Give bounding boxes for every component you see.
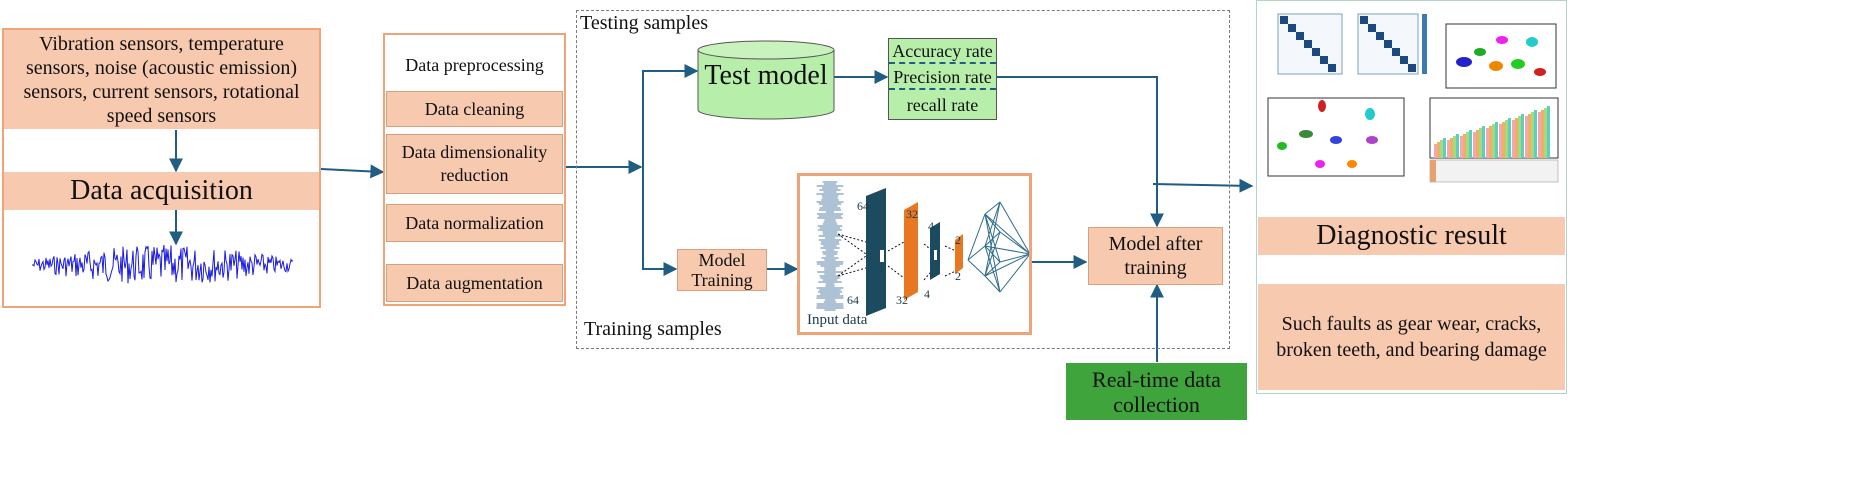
dim-32-bottom: 32 bbox=[896, 293, 908, 307]
confusion-matrix-thumb-1 bbox=[1270, 6, 1350, 88]
arrow-acq-to-prep bbox=[320, 164, 385, 179]
fault-types-box: Such faults as gear wear, cracks, broken… bbox=[1258, 284, 1565, 390]
preprocessing-panel bbox=[383, 33, 566, 306]
model-training-box: Model Training bbox=[677, 249, 767, 291]
metric-recall: recall rate bbox=[906, 94, 979, 115]
realtime-collection-box: Real-time data collection bbox=[1066, 363, 1247, 420]
metric-precision: Precision rate bbox=[889, 66, 996, 90]
arrow-split-to-train bbox=[642, 167, 678, 276]
model-after-training-box: Model after training bbox=[1088, 227, 1223, 285]
acquisition-panel bbox=[2, 28, 321, 308]
vibration-signal-icon bbox=[32, 244, 294, 284]
metrics-box bbox=[888, 38, 997, 120]
dim-64-bottom: 64 bbox=[847, 293, 859, 307]
samples-region bbox=[576, 10, 1230, 349]
step-data-augmentation: Data augmentation bbox=[386, 264, 563, 302]
confusion-matrix-thumb-2 bbox=[1352, 6, 1436, 88]
dim-2-bottom: 2 bbox=[955, 269, 961, 283]
accuracy-bar-thumb bbox=[1416, 94, 1562, 184]
dim-2-top: 2 bbox=[955, 233, 961, 247]
sensor-list: Vibration sensors, temperature sensors, … bbox=[4, 30, 319, 129]
step-data-normalization: Data normalization bbox=[386, 204, 563, 242]
input-data-label: Input data bbox=[807, 312, 868, 328]
step-dimensionality-reduction: Data dimensionality reduction bbox=[386, 134, 563, 194]
tsne-thumb-2 bbox=[1262, 94, 1410, 186]
step-data-cleaning: Data cleaning bbox=[386, 91, 563, 127]
arrow-split-to-test bbox=[642, 64, 699, 167]
dim-4-top: 4 bbox=[928, 219, 934, 233]
training-samples-label: Training samples bbox=[584, 318, 722, 340]
test-model-label: Test model bbox=[704, 60, 828, 91]
arrow-to-results bbox=[1152, 178, 1254, 193]
dim-4-bottom: 4 bbox=[924, 287, 930, 301]
cnn-architecture-icon: 64 64 32 32 4 4 2 2 bbox=[816, 181, 1029, 316]
preprocessing-title: Data preprocessing bbox=[405, 54, 544, 75]
testing-samples-label: Testing samples bbox=[580, 12, 709, 34]
dim-64-top: 64 bbox=[857, 199, 869, 213]
diagnostic-result-title: Diagnostic result bbox=[1258, 217, 1565, 255]
acquisition-title: Data acquisition bbox=[4, 172, 319, 210]
test-model-cylinder bbox=[697, 40, 835, 120]
tsne-thumb-1 bbox=[1440, 6, 1562, 92]
dim-32-top: 32 bbox=[906, 207, 918, 221]
arrow-metrics-to-after bbox=[997, 76, 1164, 228]
metric-accuracy: Accuracy rate bbox=[889, 40, 996, 64]
